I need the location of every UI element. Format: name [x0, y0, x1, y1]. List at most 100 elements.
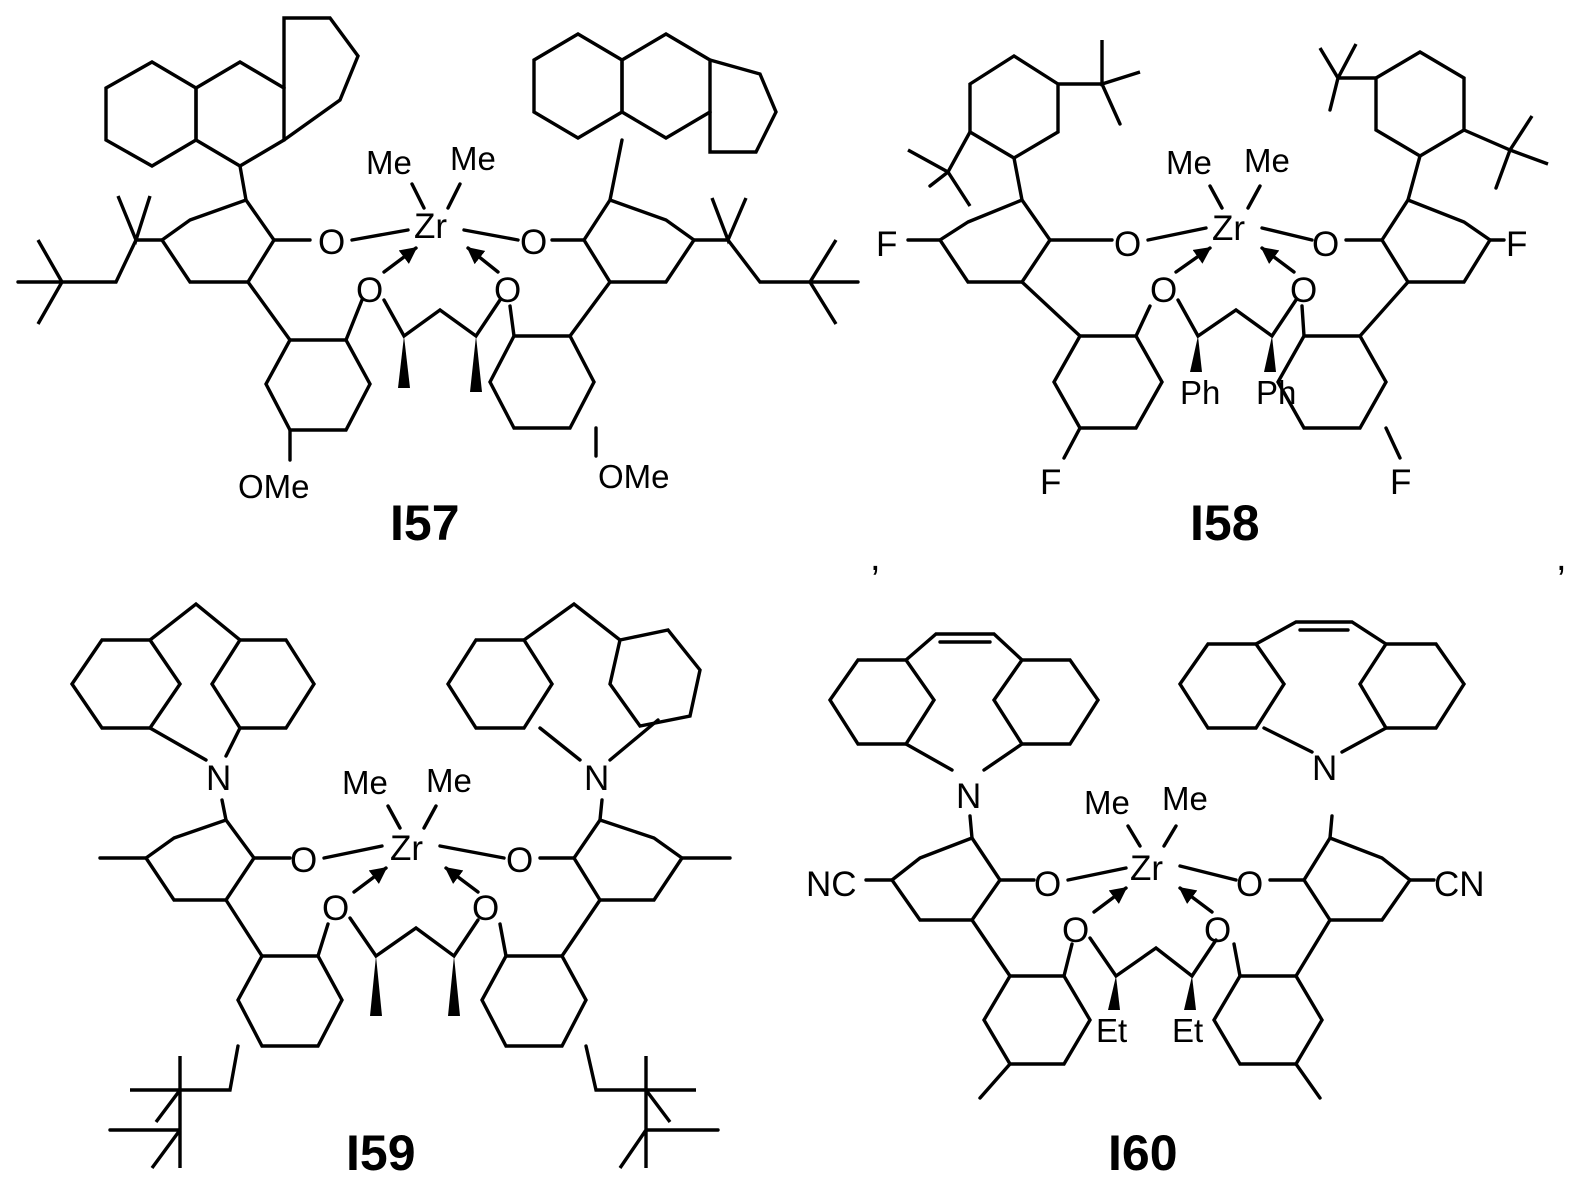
i60-right-phenoxy-o: O [1236, 865, 1263, 904]
i59-left-arrow [354, 868, 386, 892]
i58-linker-wedge-left [1190, 336, 1202, 372]
i59-left-phenoxy-o: O [290, 841, 317, 880]
i59-left-n: N [206, 759, 231, 798]
i57-left-biaryl-bond [240, 166, 246, 200]
i57-linker-wedge-left [398, 336, 410, 388]
i59-right-lower-ring [482, 956, 586, 1046]
i58-left-f2-bond [1064, 428, 1080, 458]
i58-left-biaryl [1014, 158, 1022, 200]
i59-left-neopentyl [110, 1046, 238, 1168]
i60-right-n-aryl [1330, 816, 1332, 838]
i60-left-azepine-vinylene [906, 634, 1022, 660]
i57-right-ome: OMe [598, 458, 670, 495]
i60-right-lower-ring [1214, 976, 1322, 1064]
i57-left-ether-o: O [356, 271, 383, 310]
i60-et-left: Et [1096, 1012, 1127, 1049]
i58-left-lower-biaryl [1022, 282, 1080, 336]
i60-me-right: Me [1162, 780, 1208, 817]
i59-linker-wedge-left [370, 956, 382, 1016]
i60-right-phenol-ring [1304, 838, 1410, 920]
i57-me-left: Me [366, 144, 412, 181]
compound-i60: N NC O O Et Et Zr Me Me O CN N [806, 622, 1485, 1181]
i57-me-bond-right [448, 184, 460, 208]
i59-left-n-bond-a [150, 728, 206, 760]
i58-right-ether-o: O [1290, 271, 1317, 310]
i57-label: I57 [390, 495, 460, 551]
i58-me-left: Me [1166, 144, 1212, 181]
i60-right-methyl [1296, 1064, 1320, 1098]
i60-metal: Zr [1130, 849, 1163, 888]
i58-f-4: F [1390, 463, 1411, 502]
i60-left-arrow [1094, 888, 1126, 912]
i60-linker-chain [1090, 938, 1216, 976]
i59-left-acridan-ring-a [72, 640, 180, 728]
i59-left-ether-o: O [322, 889, 349, 928]
i58-right-arrow [1262, 248, 1294, 272]
i57-left-aryl-ring-a [106, 62, 196, 166]
i60-left-n: N [956, 777, 981, 816]
i57-right-phenol-ring [584, 200, 694, 282]
i58-left-ether-o: O [1150, 271, 1177, 310]
i60-right-arrow [1180, 888, 1212, 912]
i59-right-lower-biaryl [562, 900, 600, 956]
i57-me-bond-left [412, 184, 424, 208]
i57-right-lower-biaryl [570, 282, 610, 336]
i59-left-acridan-ring-b [212, 640, 314, 728]
i57-right-aryl-ring-a [534, 34, 622, 138]
i57-right-dative-arrow [468, 248, 498, 272]
i59-right-neopentyl [586, 1046, 718, 1168]
i60-right-n-bond-a [1264, 728, 1312, 752]
i60-right-dibenzazepine-ring-a [1180, 644, 1284, 728]
i58-left-di-tbu-ring [970, 56, 1058, 158]
i59-right-phenol-ring [574, 820, 682, 900]
i58-linker-chain [1178, 300, 1296, 336]
i57-right-cyclohexene [710, 60, 776, 152]
i58-right-lower-biaryl [1360, 282, 1408, 336]
i59-right-n: N [584, 759, 609, 798]
i60-et-right: Et [1172, 1012, 1203, 1049]
i58-right-f4-bond [1386, 428, 1400, 458]
i60-right-azepine-vinylene [1256, 622, 1386, 644]
i58-linker-wedge-right [1264, 336, 1276, 372]
i58-f-3: F [1506, 225, 1527, 264]
i60-label: I60 [1108, 1125, 1178, 1181]
i60-left-n-aryl [970, 816, 972, 838]
i59-left-phenol-ring [146, 820, 254, 900]
i57-metal: Zr [414, 207, 447, 246]
i60-left-lower-biaryl [972, 920, 1010, 976]
i57-left-dative-arrow [384, 248, 416, 272]
i58-left-o-zr [1148, 228, 1206, 240]
i59-left-ether-bond [318, 924, 328, 956]
i57-right-ether-bond [510, 306, 514, 336]
i58-f-2: F [1040, 463, 1061, 502]
i59-me-bond-left [388, 806, 400, 828]
i57-left-ome: OMe [238, 468, 310, 505]
compound-i58: F O F O Ph Ph Zr Me Me O F O [876, 40, 1548, 551]
i58-right-phenoxy-o: O [1312, 225, 1339, 264]
i60-left-n-bond-a [906, 744, 952, 770]
i59-linker-chain [350, 918, 478, 956]
i59-me-bond-right [424, 806, 436, 828]
i59-me-left: Me [342, 764, 388, 801]
i60-left-methyl [980, 1064, 1010, 1098]
i59-left-n-aryl [222, 800, 226, 820]
i60-linker-wedge-left [1108, 976, 1120, 1010]
i60-left-o-zr [1068, 868, 1126, 880]
i59-right-ether-bond [500, 924, 506, 956]
i59-right-phenoxy-o: O [506, 841, 533, 880]
i60-me-left: Me [1084, 784, 1130, 821]
i59-linker-wedge-right [448, 956, 460, 1016]
i60-cn-right: CN [1434, 865, 1485, 904]
i58-right-zr-o [1262, 228, 1312, 240]
i60-right-lower-biaryl [1296, 920, 1330, 976]
i60-right-ether-o: O [1204, 911, 1231, 950]
i57-right-t-octyl [694, 198, 858, 324]
i59-left-n-bond-b [226, 728, 240, 756]
i59-right-acridan-ring-a [448, 640, 552, 728]
i59-right-methylene-bridge [524, 604, 620, 640]
i57-right-ether-o: O [494, 271, 521, 310]
i59-left-lower-ring [238, 956, 342, 1046]
i60-right-n: N [1312, 749, 1337, 788]
i57-left-lower-biaryl [248, 282, 290, 340]
i60-right-n-bond-b [1342, 728, 1386, 752]
